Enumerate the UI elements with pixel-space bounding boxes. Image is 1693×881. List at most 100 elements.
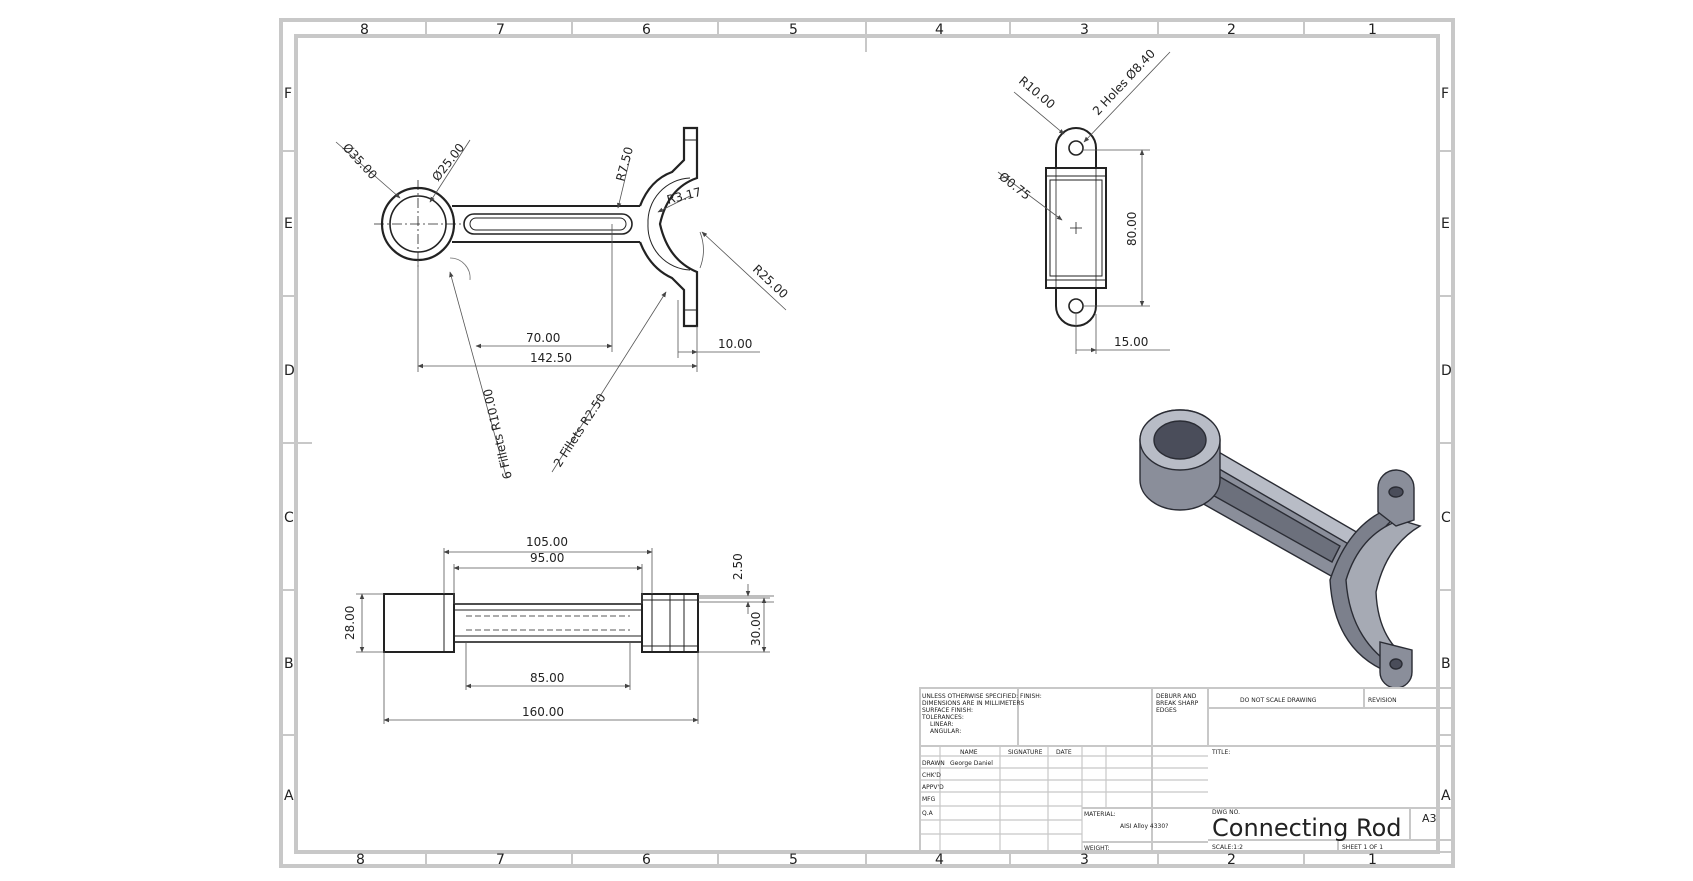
- zone-row-d: D: [284, 363, 295, 379]
- dim-95: 95.00: [530, 551, 564, 565]
- side-view-body: [1045, 167, 1107, 289]
- dim-2-50: 2.50: [731, 553, 745, 580]
- dim-30: 30.00: [749, 612, 763, 646]
- zone-col-5-bottom: 5: [789, 852, 798, 868]
- top-view-dimensions: [356, 548, 774, 724]
- zone-row-d-right: D: [1441, 363, 1452, 379]
- dim-70: 70.00: [526, 331, 560, 345]
- dim-6-fillets-r10: 6 Fillets R10.00: [481, 387, 515, 480]
- zone-column-labels-bottom: 8 7 6 5 4 3 2 1: [356, 852, 1377, 868]
- dim-142-50: 142.50: [530, 351, 572, 365]
- zone-row-c-right: C: [1441, 510, 1451, 526]
- zone-row-a: A: [284, 788, 294, 804]
- tb-mfg: MFG: [922, 796, 936, 803]
- tb-appvd: APPV'D: [922, 784, 944, 791]
- dim-dia-25: Ø25.00: [429, 141, 467, 184]
- tb-tolerances: TOLERANCES:: [921, 714, 964, 721]
- dim-160: 160.00: [522, 705, 564, 719]
- dim-r-3-17: R3.17: [665, 185, 702, 207]
- side-view-dimensions: [997, 51, 1171, 354]
- tb-size: A3: [1422, 812, 1437, 825]
- dim-85: 85.00: [530, 671, 564, 685]
- dim-10: 10.00: [718, 337, 752, 351]
- tb-surface: SURFACE FINISH:: [922, 707, 973, 714]
- dim-28: 28.00: [343, 606, 357, 640]
- tb-material: AISI Alloy 4330?: [1120, 823, 1168, 830]
- front-view: [374, 126, 699, 328]
- zone-col-5: 5: [789, 22, 798, 38]
- zone-row-labels-right: F E D C B A: [1441, 86, 1452, 804]
- tb-dims-mm: DIMENSIONS ARE IN MILLIMETERS: [922, 700, 1024, 707]
- dim-2-holes: 2 Holes Ø8.40: [1090, 47, 1158, 119]
- shank-outline: [452, 205, 640, 243]
- drawing-title: Connecting Rod: [1212, 814, 1402, 842]
- iso-small-end-bore: [1153, 420, 1207, 460]
- side-view-dimension-text: R10.00 2 Holes Ø8.40 Ø0.75 80.00 15.00: [996, 47, 1158, 349]
- front-view-dimension-text: Ø35.00 Ø25.00 R7.50 R3.17 R25.00 70.00 1…: [340, 140, 791, 480]
- tb-angular: ANGULAR:: [930, 728, 961, 735]
- dim-15: 15.00: [1114, 335, 1148, 349]
- dim-r-7-50: R7.50: [613, 145, 636, 182]
- dim-105: 105.00: [526, 535, 568, 549]
- zone-row-c: C: [284, 510, 294, 526]
- zone-col-8-bottom: 8: [356, 852, 365, 868]
- zone-row-b-right: B: [1441, 656, 1451, 672]
- tb-scale: SCALE:1:2: [1212, 844, 1243, 851]
- tb-chkd: CHK'D: [922, 772, 941, 779]
- zone-row-e: E: [284, 216, 293, 232]
- tb-title-label: TITLE:: [1211, 749, 1230, 756]
- tb-deburr-3: EDGES: [1156, 707, 1177, 714]
- dim-dia-0-75: Ø0.75: [996, 169, 1033, 202]
- big-end-cap: [638, 126, 699, 328]
- zone-row-f: F: [284, 86, 292, 102]
- tb-qa: Q.A: [922, 810, 934, 817]
- tb-drawn-name: George Daniel: [950, 760, 993, 767]
- iso-top-lug: [1377, 469, 1415, 527]
- tb-dwg-no-label: DWG NO.: [1212, 809, 1240, 816]
- zone-col-8: 8: [360, 22, 369, 38]
- top-lug-hole: [1068, 140, 1084, 156]
- zone-row-labels-left: F E D C B A: [284, 86, 295, 804]
- zone-col-6-bottom: 6: [642, 852, 651, 868]
- tb-material-label: MATERIAL:: [1084, 811, 1116, 818]
- zone-column-labels-top: 8 7 6 5 4 3 2 1: [360, 22, 1377, 38]
- tb-finish: FINISH:: [1020, 693, 1042, 700]
- zone-col-2-bottom: 2: [1227, 852, 1236, 868]
- bottom-lug-hole: [1068, 298, 1084, 314]
- dim-dia-35: Ø35.00: [340, 140, 380, 182]
- zone-col-3: 3: [1080, 22, 1089, 38]
- tb-name-header: NAME: [960, 749, 978, 756]
- tb-linear: LINEAR:: [930, 721, 954, 728]
- side-view-top-lug: [1055, 127, 1097, 168]
- top-view-dimension-text: 105.00 95.00 2.50 28.00 30.00 85.00 160.…: [343, 535, 763, 719]
- tb-deburr-1: DEBURR AND: [1156, 693, 1197, 700]
- tb-weight-label: WEIGHT:: [1084, 845, 1110, 852]
- zone-row-e-right: E: [1441, 216, 1450, 232]
- zone-col-6: 6: [642, 22, 651, 38]
- zone-col-4-bottom: 4: [935, 852, 944, 868]
- tb-revision: REVISION: [1368, 697, 1397, 704]
- tb-sheet: SHEET 1 OF 1: [1342, 844, 1383, 851]
- tb-do-not-scale: DO NOT SCALE DRAWING: [1240, 697, 1317, 704]
- shank-slot: [463, 213, 633, 235]
- zone-col-3-bottom: 3: [1080, 852, 1089, 868]
- zone-col-7: 7: [496, 22, 505, 38]
- title-block: [919, 687, 1453, 853]
- dim-2-fillets-r2-50: 2 Fillets R2.50: [551, 391, 609, 470]
- tb-drawn-label: DRAWN: [922, 760, 945, 767]
- zone-col-4: 4: [935, 22, 944, 38]
- top-view: [383, 593, 699, 653]
- zone-row-b: B: [284, 656, 294, 672]
- isometric-view: [1139, 409, 1422, 689]
- tb-deburr-2: BREAK SHARP: [1156, 700, 1199, 707]
- zone-col-2: 2: [1227, 22, 1236, 38]
- tb-date-header: DATE: [1056, 749, 1072, 756]
- zone-col-1-bottom: 1: [1368, 852, 1377, 868]
- title-block-text: UNLESS OTHERWISE SPECIFIED: DIMENSIONS A…: [921, 693, 1437, 852]
- dim-r-10: R10.00: [1016, 74, 1058, 112]
- dim-80: 80.00: [1125, 212, 1139, 246]
- zone-row-a-right: A: [1441, 788, 1451, 804]
- side-view: [1045, 127, 1107, 327]
- sheet-border: [279, 18, 1455, 868]
